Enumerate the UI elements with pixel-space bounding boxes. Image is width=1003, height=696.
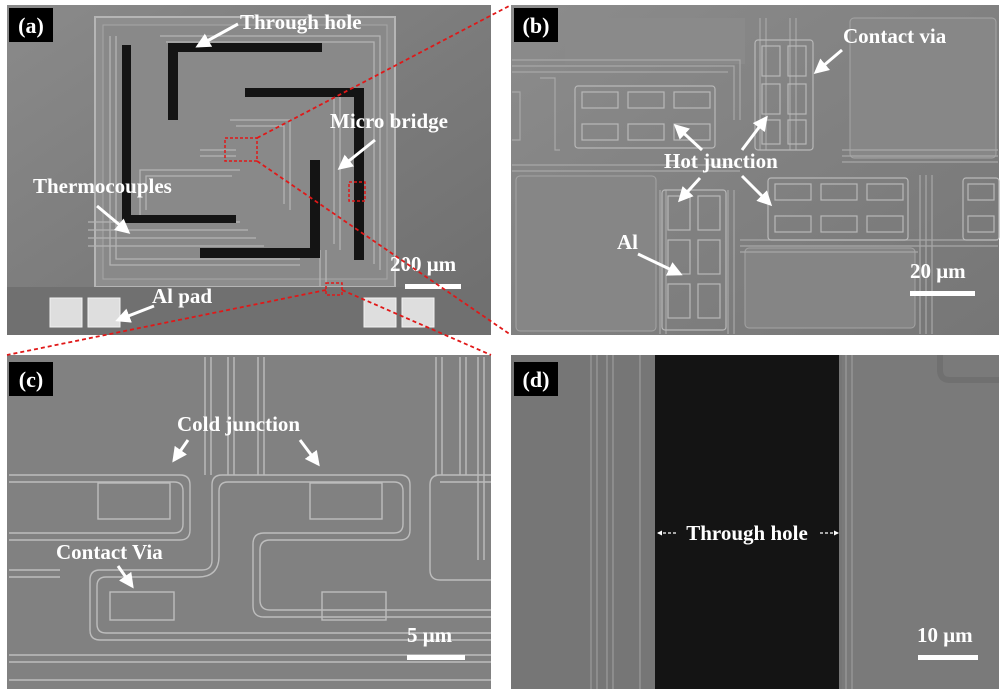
hole-edge-traces (590, 355, 853, 689)
zoom-line-c-left (6, 289, 327, 356)
al-pad-4 (401, 297, 435, 328)
through-holes (122, 43, 364, 260)
zoom-line-b-top (256, 4, 512, 139)
cold-junction-label: Cold junction (177, 412, 300, 436)
hot-junction-arrow-1 (673, 123, 704, 152)
zoom-box-through-hole (348, 181, 366, 202)
through-hole-label-d: Through hole (686, 521, 808, 545)
panel-a-scale-bar (405, 284, 461, 289)
through-hole-arrow (195, 22, 239, 48)
panel-a-tag: (a) (18, 13, 44, 38)
al-pad-2 (87, 297, 121, 328)
thermocouples-label: Thermocouples (33, 174, 172, 198)
panel-b-scale-bar (910, 291, 975, 296)
al-pad-arrow (115, 304, 155, 323)
panel-a-scale-text: 200 μm (390, 252, 457, 276)
panel-d: (d) Through hole 10 μm (511, 355, 999, 689)
panel-d-scale-text: 10 μm (917, 623, 973, 647)
thermocouples-arrow (96, 204, 131, 234)
contact-via-arrow-b (813, 48, 843, 74)
panel-b: (b) Contact via Hot junction Al 20 μm (511, 5, 1000, 335)
panel-d-tag: (d) (523, 367, 550, 392)
contact-via-label-c: Contact Via (56, 540, 163, 564)
through-hole-label: Through hole (240, 10, 362, 34)
al-pads (49, 297, 435, 328)
panel-a-tag-box (9, 8, 53, 42)
contact-via-arrow-c (116, 565, 134, 589)
panel-b-tag: (b) (523, 13, 550, 38)
zoom-line-b-bottom (256, 160, 512, 336)
micro-bridge-arrow (337, 138, 376, 170)
panel-a: (a) Through hole Micro bridge Thermocoup… (7, 5, 491, 335)
zoom-box-hot-junction (224, 137, 258, 162)
hot-junction-arrow-4 (740, 174, 773, 207)
zoom-line-c-right (341, 289, 492, 356)
panel-b-scale-text: 20 μm (910, 259, 966, 283)
al-label: Al (617, 230, 638, 254)
panel-c-tag: (c) (19, 367, 43, 392)
hot-junction-label: Hot junction (664, 149, 778, 173)
al-pad-label: Al pad (152, 284, 212, 308)
hot-junction-arrow-2 (740, 115, 768, 151)
al-arrow (637, 252, 683, 276)
hot-junction-arrow-3 (677, 176, 702, 203)
hot-junction-contacts (574, 39, 1000, 331)
micro-bridge-label: Micro bridge (330, 109, 448, 133)
panel-d-tag-box (514, 362, 558, 396)
through-hole-region (655, 355, 839, 689)
panel-c: (c) Cold junction Contact Via 5 μm (7, 355, 491, 689)
cold-junction-arrow-1 (172, 439, 190, 463)
cold-junction-arrow-2 (298, 439, 320, 467)
zoom-connectors (6, 4, 512, 356)
panel-b-tag-box (514, 8, 558, 42)
contact-via-label-b: Contact via (843, 24, 947, 48)
panel-c-scale-text: 5 μm (407, 623, 453, 647)
panel-d-scale-bar (918, 655, 978, 660)
zoom-box-cold-junction (325, 282, 343, 296)
panel-c-tag-box (9, 362, 53, 396)
panel-c-scale-bar (407, 655, 465, 660)
al-pad-1 (49, 297, 83, 328)
